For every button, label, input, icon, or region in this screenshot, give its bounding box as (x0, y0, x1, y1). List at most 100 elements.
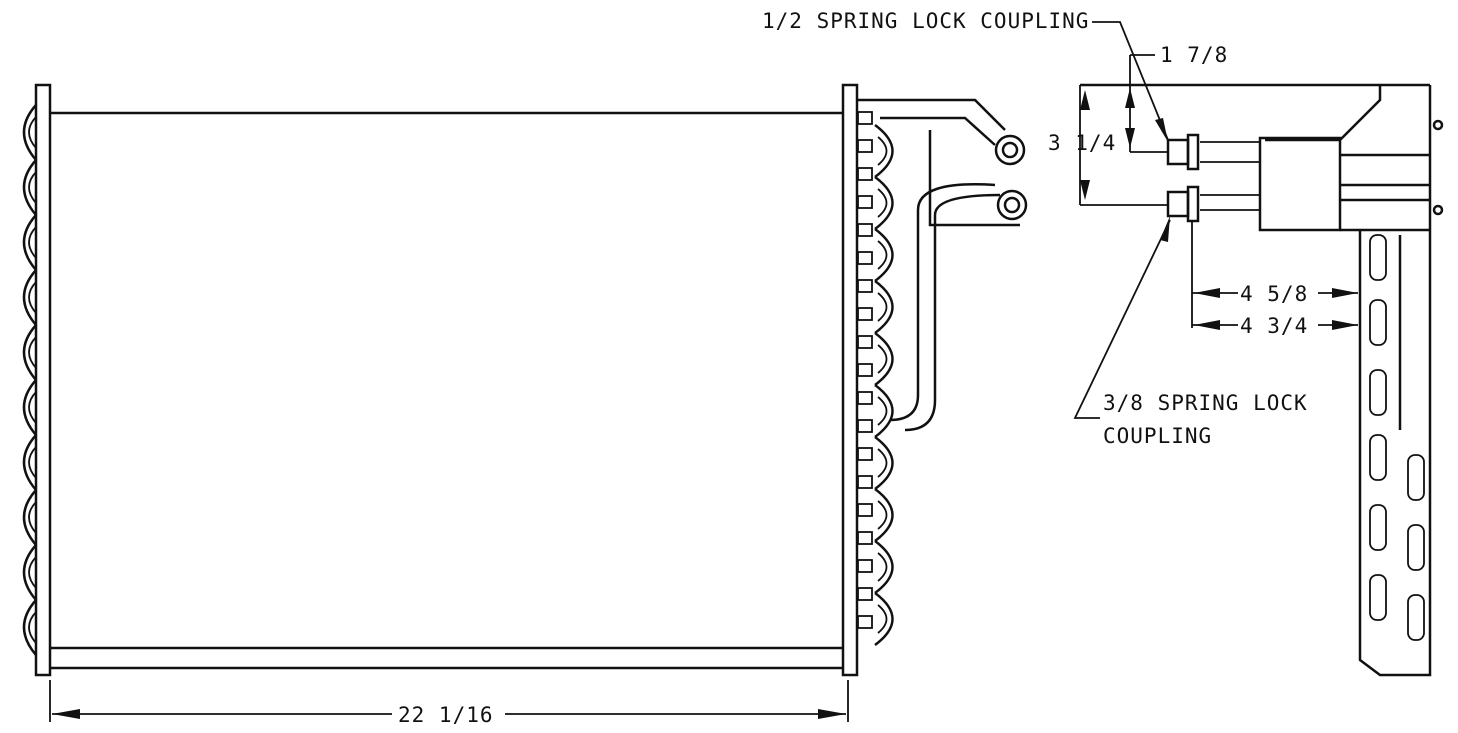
arrowhead-icon (1194, 288, 1220, 298)
coil-bend (22, 544, 37, 601)
coil-bend-inner (877, 500, 888, 530)
callouts: 1/2 SPRING LOCK COUPLING 3/8 SPRING LOCK… (762, 9, 1307, 448)
coil-bend-inner (28, 336, 37, 369)
tube-end (857, 615, 873, 629)
bracket-slot (1369, 299, 1387, 346)
tube-end (857, 139, 873, 153)
coil-bend (874, 539, 894, 595)
tube-end (857, 559, 873, 573)
arrowhead-icon (1080, 180, 1090, 200)
coil-bend-inner (28, 556, 37, 589)
coil-bend (22, 489, 37, 546)
arrowhead-icon (1125, 128, 1135, 148)
arrowhead-icon (1160, 216, 1170, 242)
half-coupling-label: 1/2 SPRING LOCK COUPLING (762, 9, 1089, 33)
coil-bend-inner (877, 604, 888, 634)
lower-tube-inner (889, 183, 996, 422)
tube-end (857, 195, 873, 209)
coil-bend (22, 379, 37, 436)
tube-end (857, 111, 873, 125)
bracket-slot (1369, 504, 1387, 551)
tube-end (857, 279, 873, 293)
manifold-block (1258, 136, 1342, 232)
tube-end (857, 531, 873, 545)
tube-end (857, 167, 873, 181)
bolt-icon (1432, 204, 1444, 216)
coil-bend (874, 383, 894, 439)
upper-tube-inner (880, 116, 996, 146)
coil-bend (874, 279, 894, 335)
coil-bend (22, 214, 37, 271)
arrowhead-icon (52, 709, 80, 719)
tube-end (857, 335, 873, 349)
bracket-slot (1369, 574, 1387, 621)
right-tube-coils (857, 111, 894, 647)
coil-bend-inner (28, 446, 37, 479)
left-tube-coils (22, 104, 37, 656)
coil-bend-inner (28, 391, 37, 424)
lower-tube (904, 193, 1001, 432)
coil-bend (22, 599, 37, 656)
dim-width-label: 22 1/16 (398, 703, 494, 727)
tube-end (857, 419, 873, 433)
coil-bend (874, 175, 894, 231)
dim-4-5-8-label: 4 5/8 (1240, 282, 1308, 306)
coil-bend-inner (28, 611, 37, 644)
coil-bend (874, 123, 894, 179)
right-header-tank (841, 83, 859, 677)
coil-bend (22, 324, 37, 381)
dim-4-3-4-label: 4 3/4 (1240, 314, 1308, 338)
tube-end (857, 503, 873, 517)
coil-bend-inner (28, 281, 37, 314)
tube-end (857, 223, 873, 237)
coil-bend-inner (877, 344, 888, 374)
arrowhead-icon (1125, 88, 1135, 108)
arrowhead-icon (818, 709, 846, 719)
bracket-slot (1369, 369, 1387, 416)
tube-end (857, 587, 873, 601)
coil-bend-inner (877, 396, 888, 426)
leader-line (1073, 219, 1171, 419)
arrowhead-icon (1332, 288, 1358, 298)
coil-bend-inner (28, 226, 37, 259)
bracket-slot (1407, 594, 1425, 641)
coil-bend (874, 435, 894, 491)
upper-fitting (994, 134, 1026, 166)
fitting-bracket (928, 130, 1020, 227)
mounting-bracket (1358, 230, 1432, 677)
manifold-outline (1265, 85, 1382, 142)
coil-bend-inner (28, 171, 37, 204)
bracket-slot (1369, 234, 1387, 281)
coil-bend (874, 331, 894, 387)
three-eighths-coupling-flange (1186, 185, 1200, 223)
coil-bend (874, 227, 894, 283)
coil-bend (874, 487, 894, 543)
upper-fitting-bore (1001, 141, 1019, 159)
upper-tube (857, 98, 1006, 131)
condenser-core (22, 83, 894, 677)
tube-end (857, 363, 873, 377)
tube-end (857, 307, 873, 321)
lower-fitting-bore (1003, 196, 1021, 214)
width-dimension: 22 1/16 (49, 680, 849, 727)
coil-bend-inner (877, 292, 888, 322)
bracket-slots (1369, 234, 1425, 641)
coil-bend (22, 159, 37, 216)
tube-end (857, 391, 873, 405)
coil-bend-inner (877, 188, 888, 218)
tube-end (857, 475, 873, 489)
half-coupling-flange (1186, 133, 1200, 171)
arrowhead-icon (1155, 118, 1168, 142)
lower-fitting (996, 189, 1028, 221)
coil-bend-inner (877, 448, 888, 478)
bracket-slot (1369, 434, 1387, 481)
three-eighths-coupling-label-2: COUPLING (1103, 424, 1212, 448)
coil-bend-inner (28, 501, 37, 534)
side-view (1080, 83, 1444, 677)
coil-bend-inner (877, 240, 888, 270)
bracket-slot (1407, 524, 1425, 571)
bracket-slot (1407, 454, 1425, 501)
coil-bend (22, 104, 37, 161)
